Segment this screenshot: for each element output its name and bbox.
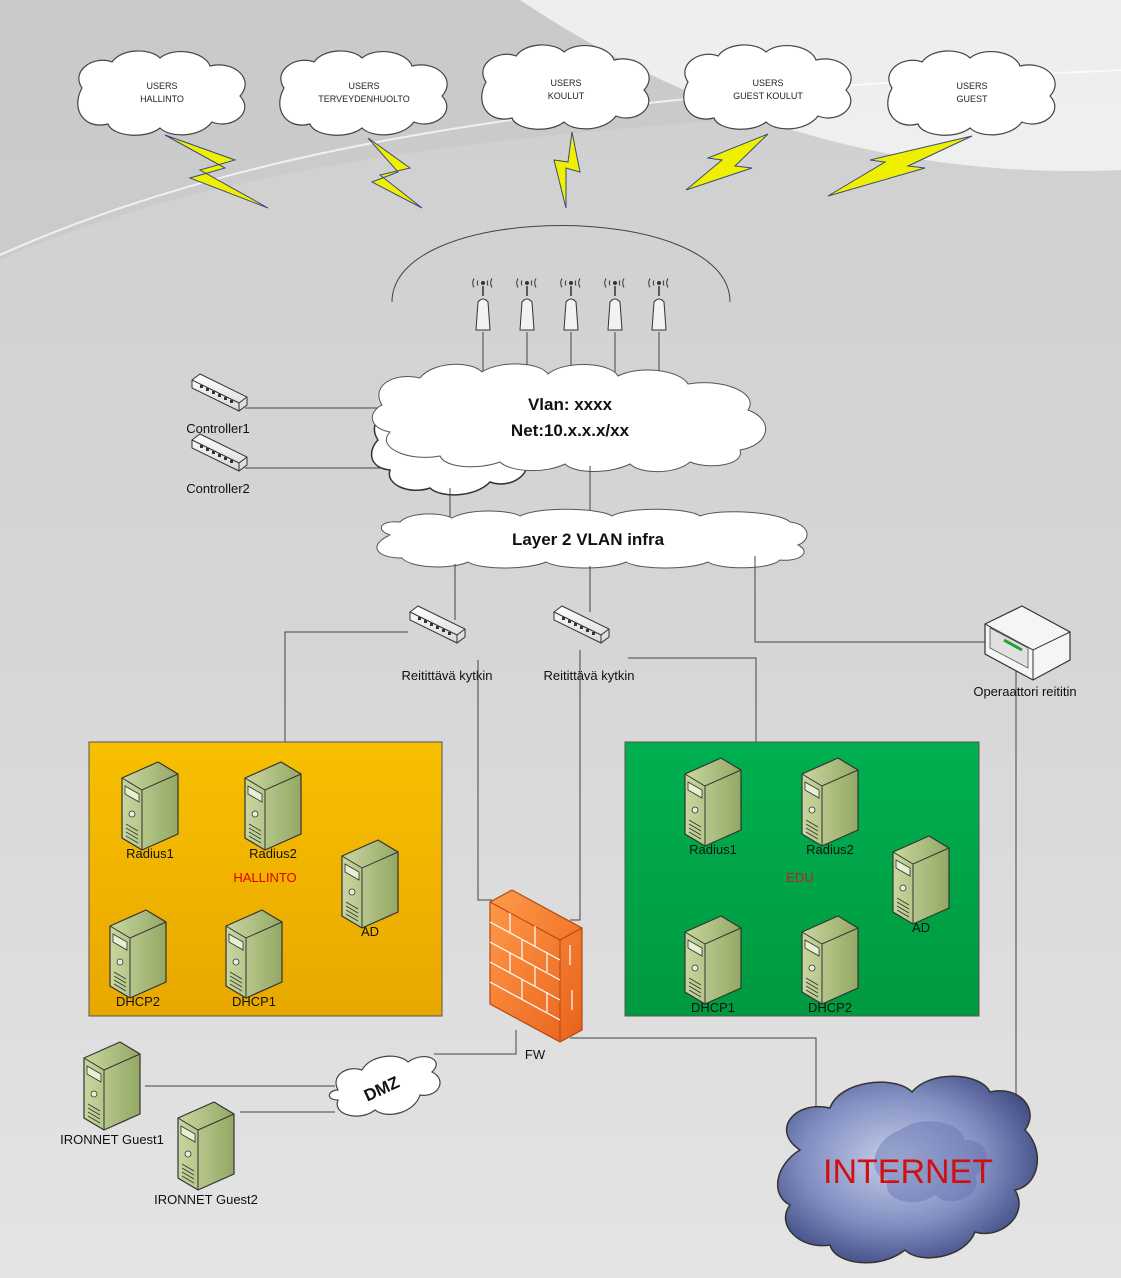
routing-switch-1-icon: [409, 605, 466, 644]
internet-label: INTERNET: [823, 1153, 993, 1191]
hallinto-dhcp2-server-icon: DHCP2: [109, 909, 167, 1009]
access-point-icon: [648, 278, 669, 372]
internet-cloud: INTERNET: [776, 1075, 1039, 1264]
hallinto-radius1-server-icon: Radius1: [121, 761, 179, 861]
layer2-cloud-label: Layer 2 VLAN infra: [512, 530, 665, 549]
guest1-server-label: IRONNET Guest1: [60, 1132, 164, 1147]
access-point-icon: [604, 278, 625, 372]
zone-hallinto-label: HALLINTO: [233, 870, 296, 885]
user-cloud-guest: USERS GUEST: [887, 50, 1056, 136]
user-cloud-guest-koulut: USERS GUEST KOULUT: [683, 44, 852, 130]
controller-2-icon: [191, 433, 248, 472]
access-point-icon: [516, 278, 537, 372]
routing-switch-1-label: Reitittävä kytkin: [401, 668, 492, 683]
fw-dmz-link: [434, 1030, 517, 1055]
zone-edu-label: EDU: [786, 870, 813, 885]
hallinto-ad-server-icon: AD: [341, 839, 399, 939]
user-cloud-terveydenhuolto-line1: USERS: [348, 81, 379, 91]
guest1-server-icon: IRONNET Guest1: [60, 1041, 164, 1147]
edu-radius1-server-icon: Radius1: [684, 757, 742, 857]
hallinto-dhcp2-server-label: DHCP2: [116, 994, 160, 1009]
vlan-cloud-line1: Vlan: xxxx: [528, 395, 613, 414]
lightning-icon: [827, 135, 973, 197]
routing-switch-2-label: Reitittävä kytkin: [543, 668, 634, 683]
user-cloud-guest-line2: GUEST: [956, 94, 988, 104]
lightning-icon: [685, 133, 769, 191]
user-cloud-guest-line1: USERS: [956, 81, 987, 91]
user-cloud-koulut: USERS KOULUT: [481, 44, 650, 130]
user-cloud-hallinto: USERS HALLINTO: [77, 50, 246, 136]
access-point-icon: [472, 278, 493, 372]
hallinto-radius1-server-label: Radius1: [126, 846, 174, 861]
wireless-coverage-arc: [391, 225, 731, 303]
edu-dhcp1-server-icon: DHCP1: [684, 915, 742, 1015]
layer2-cloud: Layer 2 VLAN infra: [376, 508, 808, 569]
edu-dhcp2-server-icon: DHCP2: [801, 915, 859, 1015]
access-point-icon: [560, 278, 581, 372]
switch1-fw-link: [477, 660, 492, 901]
user-cloud-koulut-line1: USERS: [550, 78, 581, 88]
switch2-edu-link: [628, 657, 757, 742]
hallinto-radius2-server-label: Radius2: [249, 846, 297, 861]
vlan-cloud-line2: Net:10.x.x.x/xx: [511, 421, 630, 440]
edu-radius1-server-label: Radius1: [689, 842, 737, 857]
lightning-icon: [367, 137, 423, 209]
switch1-hallinto-link: [284, 631, 408, 742]
hallinto-radius2-server-icon: Radius2: [244, 761, 302, 861]
layer2-router-link: [754, 556, 985, 643]
user-cloud-hallinto-line1: USERS: [146, 81, 177, 91]
edu-radius2-server-icon: Radius2: [801, 757, 859, 857]
user-cloud-hallinto-line2: HALLINTO: [140, 94, 184, 104]
edu-ad-server-icon: AD: [892, 835, 950, 935]
firewall-label: FW: [525, 1047, 546, 1062]
operator-router-label: Operaattori reititin: [973, 684, 1076, 699]
user-cloud-koulut-line2: KOULUT: [548, 91, 585, 101]
user-cloud-guest-koulut-line1: USERS: [752, 78, 783, 88]
controller-2-label: Controller2: [186, 481, 250, 496]
lightning-icon: [553, 131, 581, 209]
hallinto-dhcp1-server-icon: DHCP1: [225, 909, 283, 1009]
user-cloud-terveydenhuolto: USERS TERVEYDENHUOLTO: [279, 50, 448, 136]
lightning-icon: [164, 134, 269, 209]
edu-dhcp2-server-label: DHCP2: [808, 1000, 852, 1015]
edu-dhcp1-server-label: DHCP1: [691, 1000, 735, 1015]
guest2-server-label: IRONNET Guest2: [154, 1192, 258, 1207]
operator-router: Operaattori reititin: [973, 605, 1077, 699]
routing-switches: Reitittävä kytkin Reitittävä kytkin: [401, 605, 635, 683]
user-cloud-terveydenhuolto-line2: TERVEYDENHUOLTO: [318, 94, 410, 104]
dmz-cloud: DMZ: [328, 1055, 441, 1117]
guest2-server-icon: IRONNET Guest2: [154, 1101, 258, 1207]
routing-switch-2-icon: [553, 605, 610, 644]
edu-radius2-server-label: Radius2: [806, 842, 854, 857]
hallinto-ad-server-label: AD: [361, 924, 379, 939]
user-cloud-guest-koulut-line2: GUEST KOULUT: [733, 91, 803, 101]
hallinto-dhcp1-server-label: DHCP1: [232, 994, 276, 1009]
wireless-link-icons: [164, 131, 973, 209]
controller-1-label: Controller1: [186, 421, 250, 436]
vlan-cloud: Vlan: xxxx Net:10.x.x.x/xx: [372, 363, 766, 473]
controller-1-icon: [191, 373, 248, 412]
firewall: FW: [489, 889, 583, 1062]
edu-ad-server-label: AD: [912, 920, 930, 935]
brick-wall-icon: [489, 913, 573, 1021]
switch2-fw-link: [570, 650, 581, 921]
access-points: [472, 278, 669, 372]
